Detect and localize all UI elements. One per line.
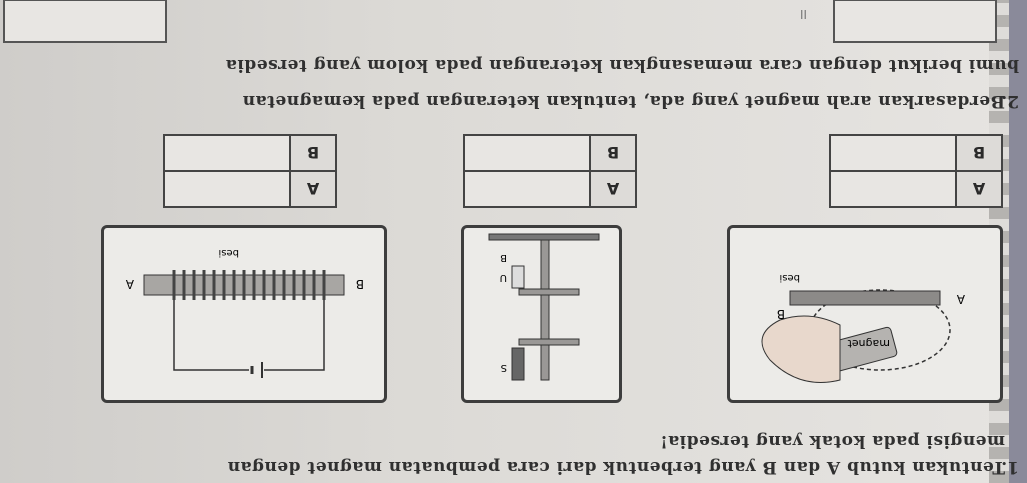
pole-a-label: A (956, 292, 965, 306)
answer-box-b[interactable] (164, 135, 290, 171)
figure-electromagnet-method: B A besi (101, 225, 387, 403)
answer-box-a[interactable] (464, 171, 590, 207)
answer-label-b: B (590, 135, 636, 171)
answer-label-a: A (290, 171, 336, 207)
answer-box-a[interactable] (164, 171, 290, 207)
pole-u-label: U (500, 272, 507, 283)
question-1-line-1: Tentukan kutub A dan B yang terbentuk da… (227, 457, 1005, 477)
answer-box-b[interactable] (464, 135, 590, 171)
question-2-line-1: Berdasarkan arah magnet yang ada, tentuk… (242, 91, 1005, 111)
besi-label: besi (780, 272, 801, 283)
answer-label-a: A (956, 171, 1002, 207)
answer-table-1: A B (829, 134, 1003, 208)
answer-label-a: A (590, 171, 636, 207)
pole-s-label: S (501, 362, 507, 373)
answer-table-3: A B (163, 134, 337, 208)
pole-b-label: B (777, 307, 785, 321)
question-1-line-2: mengisi pada kotak yang tersedia! (659, 431, 1005, 451)
answer-box-b[interactable] (830, 135, 956, 171)
besi-label-3: besi (219, 247, 240, 258)
answer-box-a[interactable] (830, 171, 956, 207)
pole-b-label-2: B (500, 252, 507, 263)
magnet-label: magnet (847, 337, 890, 350)
pole-b-label-3: B (356, 277, 364, 291)
answer-label-b: B (290, 135, 336, 171)
figure-stroking-method: magnet A B besi (727, 225, 1003, 403)
question-2-line-2: bumi berikut dengan cara memasangkan ket… (225, 55, 1019, 75)
page-mark: II (799, 7, 807, 21)
answer-column-box[interactable] (833, 0, 997, 43)
pole-a-label-3: A (125, 277, 134, 291)
answer-column-box-2[interactable] (3, 0, 167, 43)
answer-label-b: B (956, 135, 1002, 171)
answer-table-2: A B (463, 134, 637, 208)
figure-induction-method: S U B (461, 225, 622, 403)
